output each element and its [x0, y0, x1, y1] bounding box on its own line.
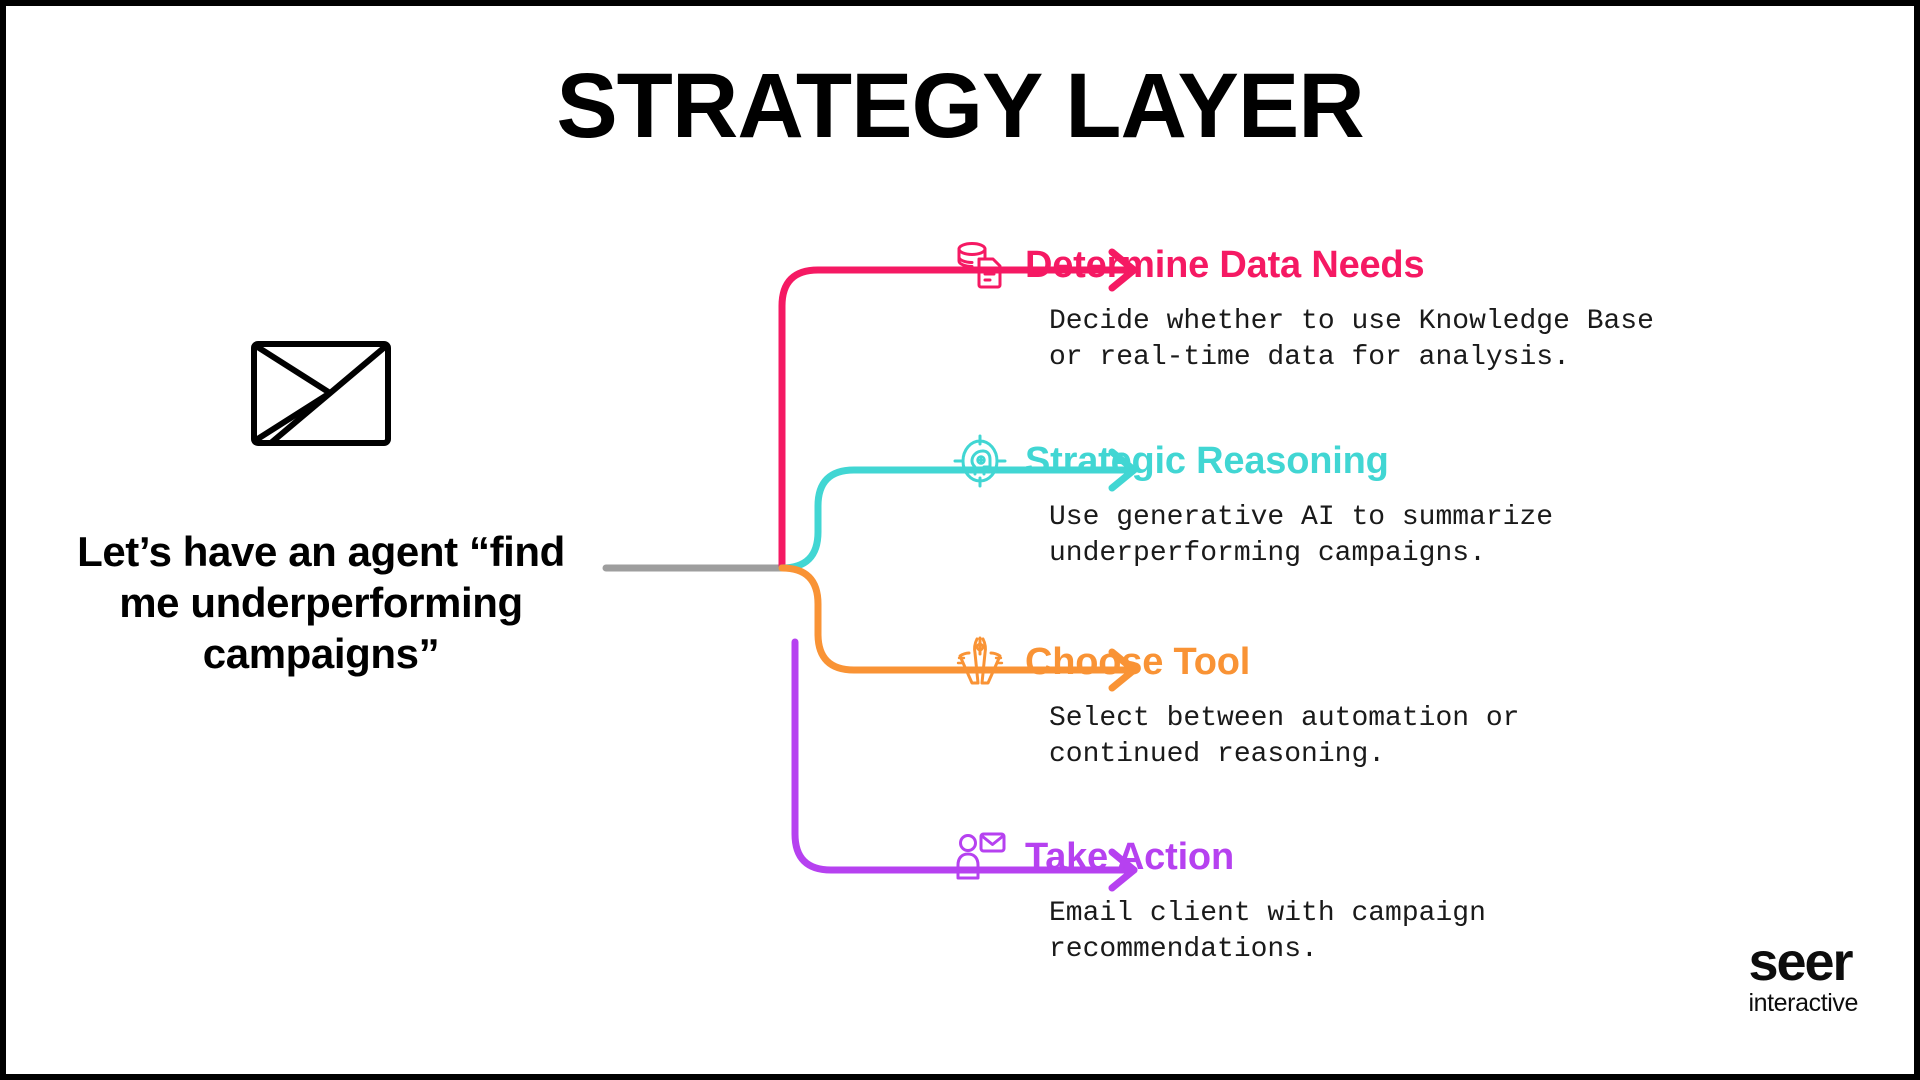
step-description: Decide whether to use Knowledge Base or …	[1049, 306, 1654, 374]
step-description: Select between automation or continued r…	[1049, 703, 1520, 771]
logo-wordmark: seer	[1748, 932, 1853, 992]
step-header: Choose Tool	[951, 631, 1711, 693]
step-title: Strategic Reasoning	[1025, 439, 1389, 482]
prompt-text: Let’s have an agent “find me underperfor…	[77, 528, 565, 678]
step-strategic-reasoning[interactable]: Strategic Reasoning Use generative AI to…	[951, 430, 1711, 573]
database-document-icon	[951, 236, 1009, 294]
step-title: Choose Tool	[1025, 640, 1251, 683]
step-header: Take Action	[951, 826, 1711, 888]
logo-subtext: interactive	[1748, 989, 1858, 1017]
step-header: Determine Data Needs	[951, 234, 1711, 296]
step-take-action[interactable]: Take Action Email client with campaign r…	[951, 826, 1711, 969]
step-header: Strategic Reasoning	[951, 430, 1711, 492]
step-determine-data-needs[interactable]: Determine Data Needs Decide whether to u…	[951, 234, 1711, 377]
step-description: Email client with campaign recommendatio…	[1049, 898, 1486, 966]
pliers-tool-icon	[951, 633, 1009, 691]
person-email-icon	[951, 828, 1009, 886]
envelope-icon	[66, 336, 576, 456]
target-head-icon	[951, 432, 1009, 490]
page-title: STRATEGY LAYER	[556, 55, 1364, 157]
step-choose-tool[interactable]: Choose Tool Select between automation or…	[951, 631, 1711, 774]
step-title: Take Action	[1025, 835, 1234, 878]
seer-interactive-logo: seer interactive	[1748, 935, 1858, 1016]
prompt-block: Let’s have an agent “find me underperfor…	[66, 336, 576, 680]
step-description: Use generative AI to summarize underperf…	[1049, 502, 1554, 570]
step-title: Determine Data Needs	[1025, 243, 1425, 286]
